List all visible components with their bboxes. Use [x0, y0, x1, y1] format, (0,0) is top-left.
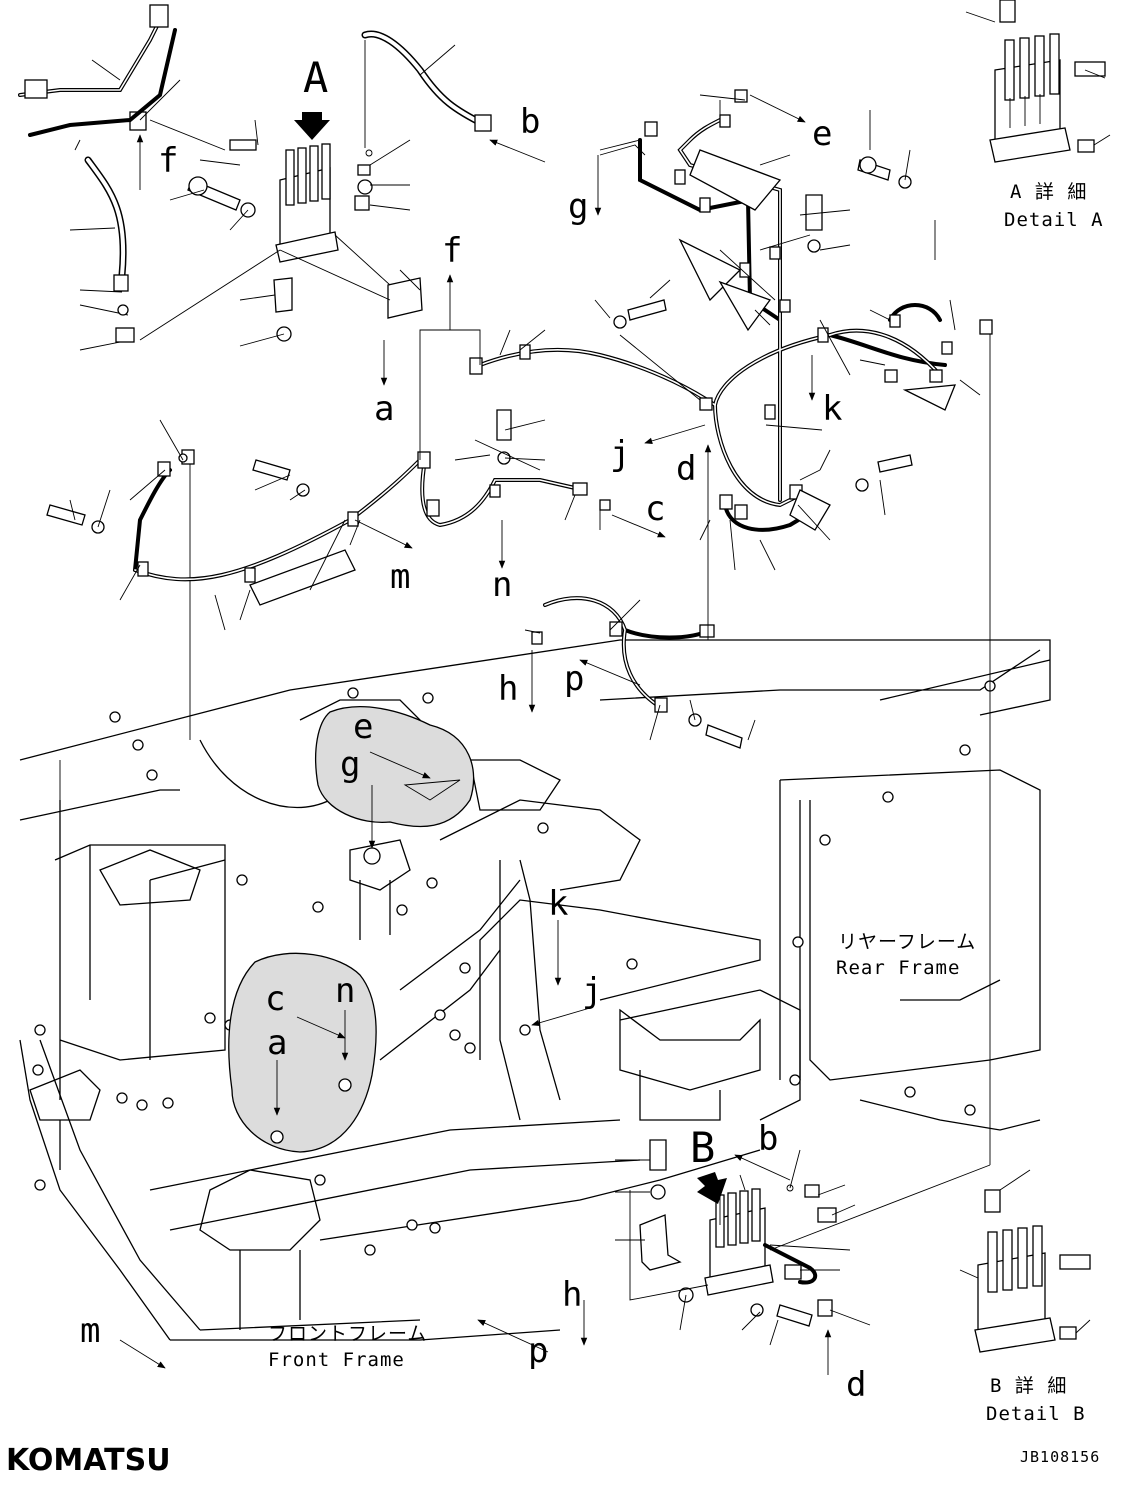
leaders-block-a — [69, 40, 421, 351]
label-h-bottom: h — [562, 1275, 582, 1315]
label-h-top: h — [498, 669, 518, 709]
hose-left-nut — [115, 327, 135, 343]
label-k-frame: k — [548, 884, 568, 924]
label-p-top: p — [564, 659, 584, 699]
zoom-cloud-lower — [228, 952, 377, 1153]
label-m-top: m — [390, 557, 410, 597]
frame-bolt-bosses — [32, 680, 996, 1256]
label-g-frame: g — [340, 745, 360, 785]
label-j-top: j — [610, 434, 630, 474]
detail-b-caption-en: Detail B — [986, 1403, 1086, 1425]
cloud-bosses — [270, 779, 461, 1144]
detail-a-block — [965, 0, 1111, 163]
label-d-bottom: d — [846, 1365, 866, 1405]
hose-top-inner — [363, 32, 487, 127]
drawing-code: JB108156 — [1020, 1448, 1100, 1466]
central-arrows — [354, 94, 816, 713]
rear-frame-caption-jp: リヤーフレーム — [838, 931, 976, 953]
label-e-top: e — [812, 114, 832, 154]
front-frame-caption-en: Front Frame — [268, 1349, 405, 1371]
label-j-frame: j — [582, 971, 602, 1011]
arrow-b-bottom — [734, 1154, 791, 1181]
fitting-upper-left-2 — [24, 79, 48, 99]
distributor-block-a — [129, 111, 423, 342]
distributor-block-b — [639, 1139, 837, 1327]
label-g-top: g — [568, 187, 588, 227]
marker-a-label: A — [303, 53, 328, 102]
hose-left-fitting — [113, 274, 129, 292]
label-b-bottom: b — [758, 1119, 778, 1159]
label-a-frame: a — [267, 1023, 287, 1063]
label-k-top: k — [822, 389, 842, 429]
hose-left-inner — [86, 158, 126, 277]
detail-b-block — [959, 1169, 1091, 1353]
hose-top-end — [474, 114, 492, 132]
brand-logo: KOMATSU — [6, 1443, 171, 1478]
label-e-frame: e — [353, 707, 373, 747]
label-m-bottom: m — [80, 1311, 100, 1351]
leaders-block-b — [615, 1149, 871, 1346]
detail-b-caption-jp: B 詳 細 — [990, 1375, 1067, 1397]
leader-to-detail-b — [769, 1164, 991, 1251]
central-piping — [46, 89, 993, 749]
marker-b-label: B — [690, 1123, 715, 1172]
label-p-bottom: p — [528, 1331, 548, 1371]
label-c-top: c — [645, 489, 665, 529]
label-d-top: d — [676, 449, 696, 489]
detail-a-caption-en: Detail A — [1004, 209, 1104, 231]
label-n-top: n — [492, 565, 512, 605]
zoom-cloud-upper — [315, 706, 475, 828]
label-a-top: a — [374, 389, 394, 429]
leaders-central — [69, 94, 981, 741]
front-frame-caption-jp: フロントフレーム — [268, 1323, 427, 1345]
frame-arrows — [119, 751, 591, 1369]
detail-a-caption-jp: A 詳 細 — [1010, 181, 1087, 203]
label-f-top: f — [158, 141, 178, 181]
hose-left-oring — [117, 304, 129, 316]
arrow-b-top — [489, 139, 546, 163]
label-n-frame: n — [335, 971, 355, 1011]
rear-frame-caption-en: Rear Frame — [836, 957, 960, 979]
label-f-mid: f — [442, 231, 462, 271]
hose-top-leader — [419, 44, 456, 76]
fitting-upper-left — [149, 4, 169, 28]
label-c-frame: c — [265, 979, 285, 1019]
label-b-top: b — [520, 102, 540, 142]
